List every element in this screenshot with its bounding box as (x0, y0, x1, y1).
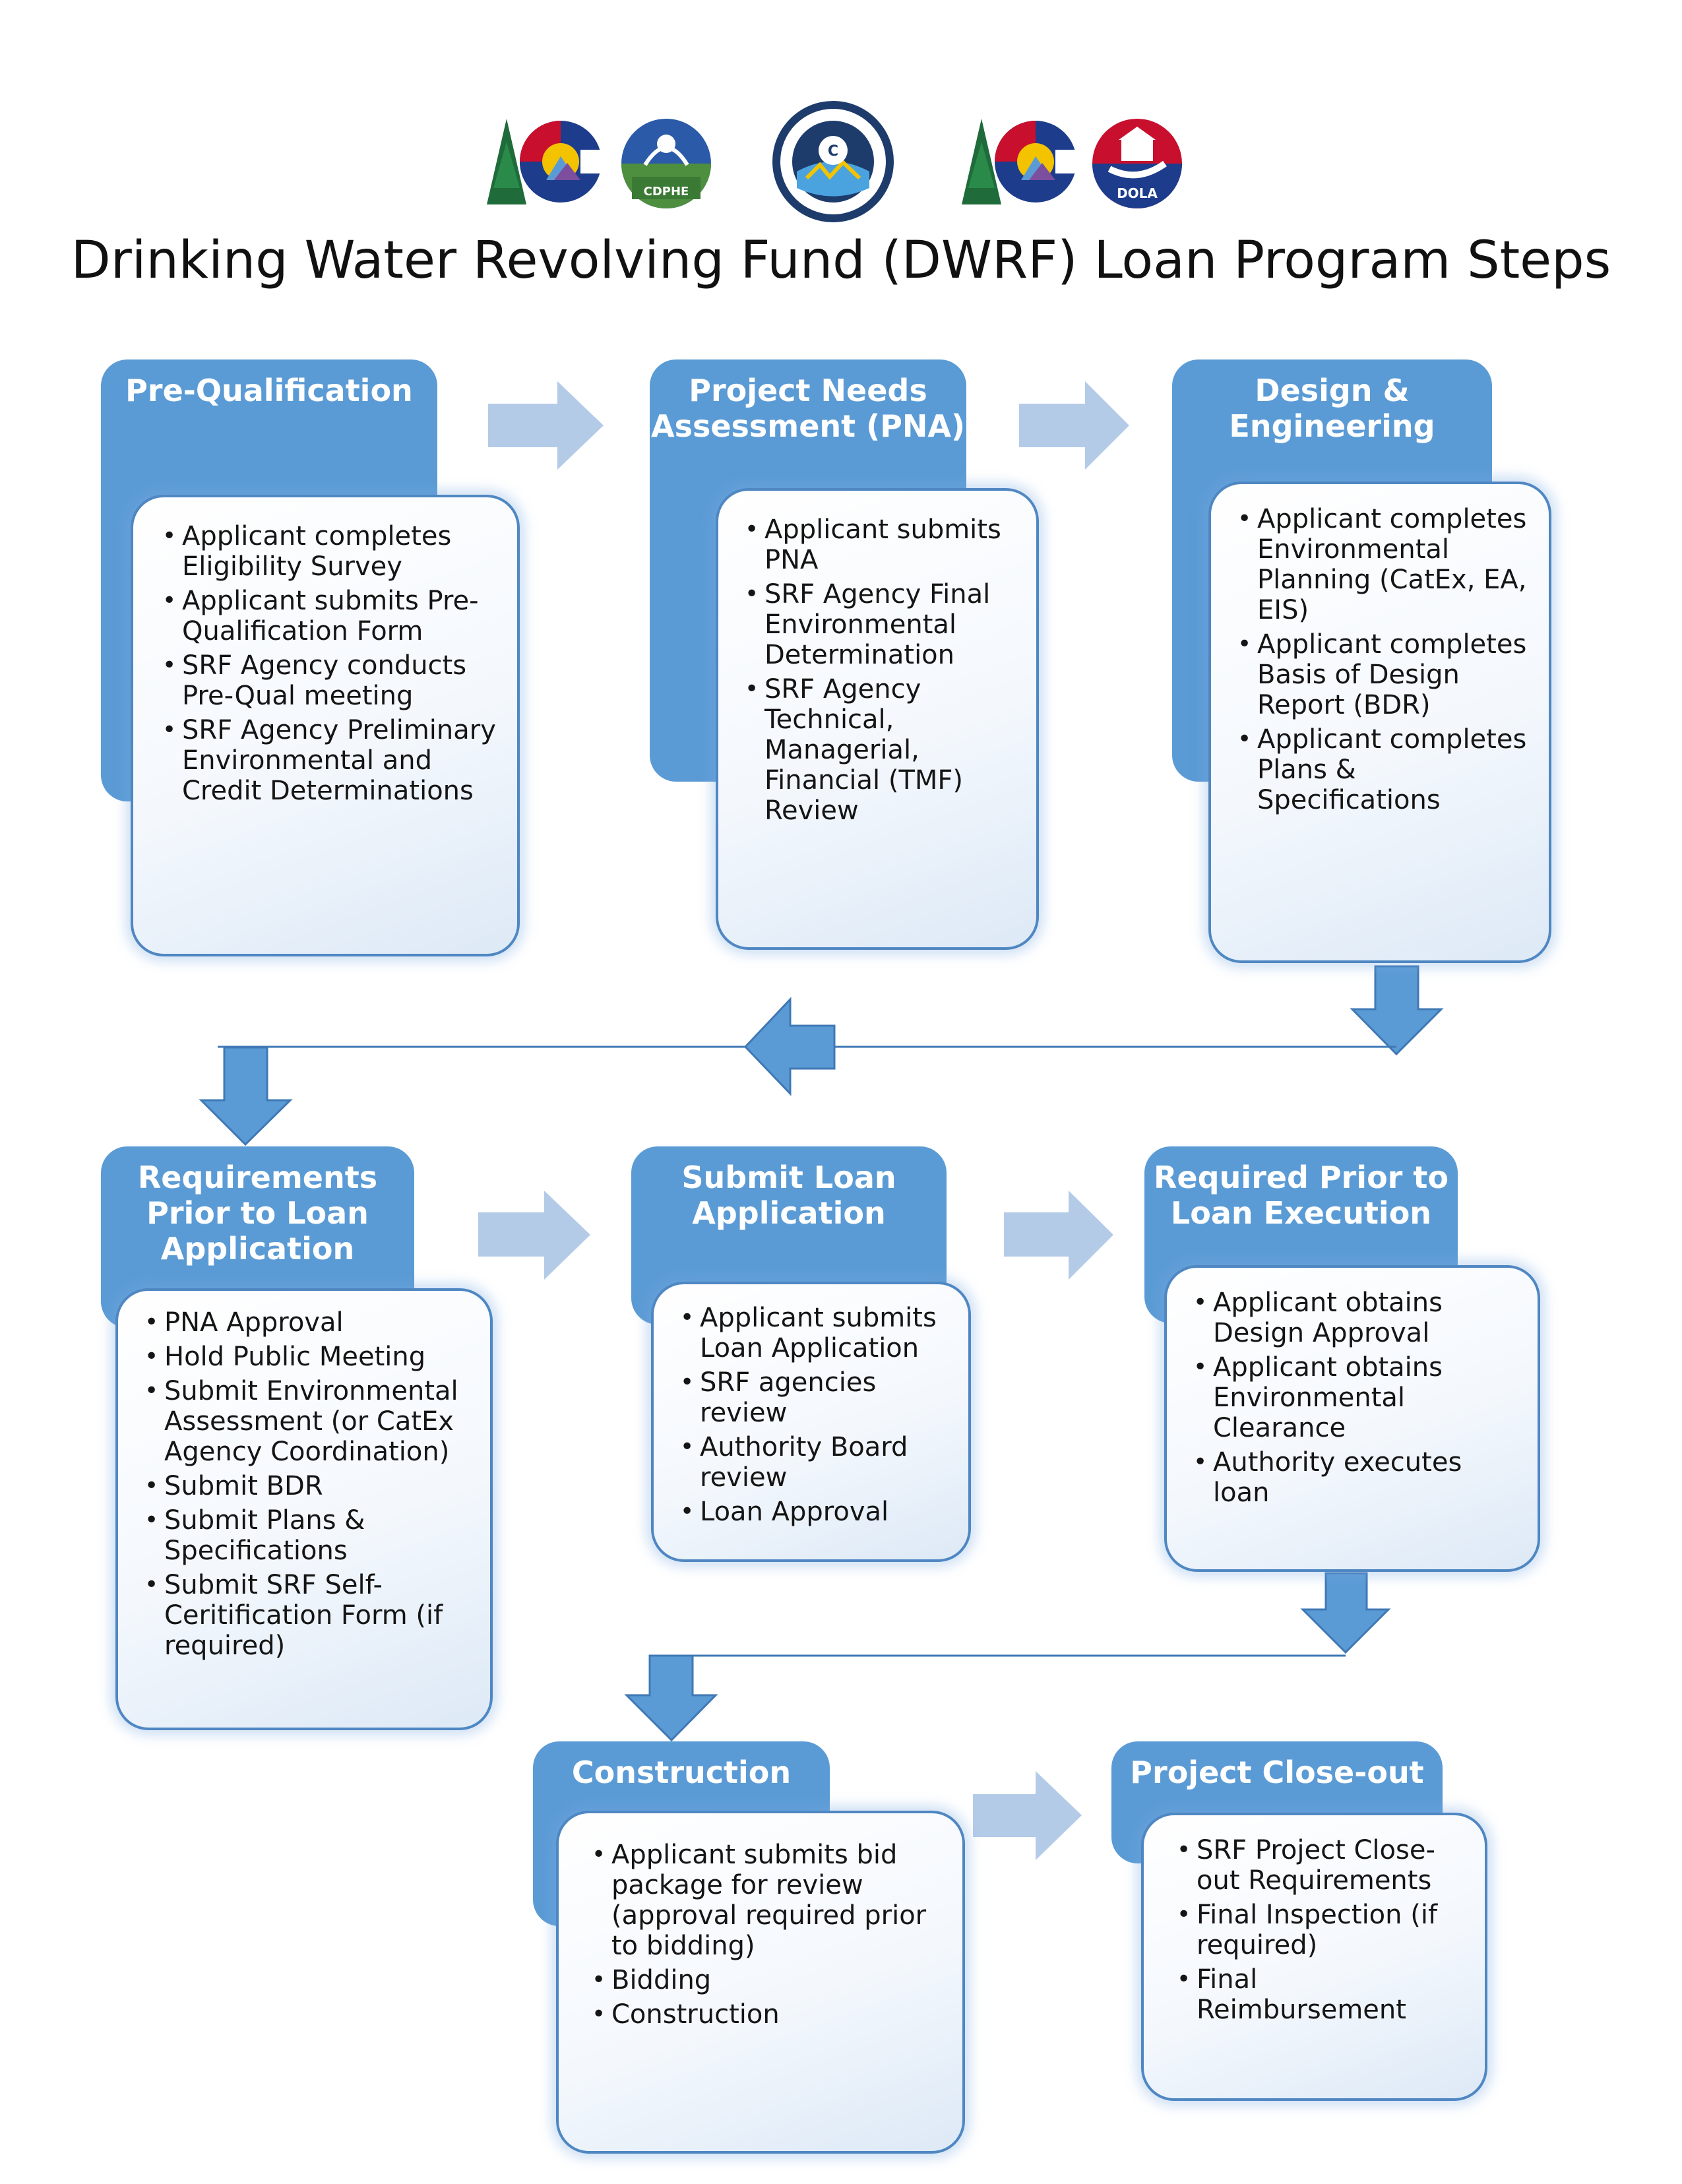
step-project-needs-assessment: Project Needs Assessment (PNA) Applicant… (650, 359, 1042, 953)
list-item: Final Reimbursement (1177, 1964, 1465, 2025)
dola-logo-label: DOLA (1117, 185, 1158, 201)
list-item: Submit Environmental Assessment (or CatE… (144, 1376, 470, 1467)
header-line: Assessment (PNA) (650, 408, 966, 444)
list-item: SRF Agency conducts Pre-Qual meeting (162, 650, 497, 711)
list-item: Applicant submits Pre-Qualification Form (162, 586, 497, 646)
list-item: Applicant completes Basis of Design Repo… (1237, 629, 1529, 720)
header-line: Project Close-out (1130, 1755, 1424, 1790)
list-item: Applicant completes Plans & Specificatio… (1237, 724, 1529, 815)
list-item: SRF Agency Final Environmental Determina… (745, 579, 1016, 670)
list-item: SRF Agency Technical, Managerial, Financ… (745, 674, 1016, 826)
arrow-right-4 (1004, 1191, 1113, 1280)
header-line: Construction (571, 1755, 792, 1790)
arrow-down-1 (1350, 965, 1444, 1056)
arrow-right-2 (1019, 381, 1129, 470)
arrow-right-5 (973, 1771, 1082, 1860)
list-item: Hold Public Meeting (144, 1342, 470, 1372)
colorado-water-resources-authority-seal: C (772, 101, 894, 222)
arrow-down-3 (1300, 1572, 1391, 1654)
list-item: Applicant completes Eligibility Survey (162, 521, 497, 582)
page-title: Drinking Water Revolving Fund (DWRF) Loa… (71, 231, 1611, 290)
cdphe-logo: CDPHE (621, 119, 711, 208)
cdphe-logo-label: CDPHE (644, 185, 689, 199)
step-details: Applicant completes Eligibility Survey A… (131, 495, 520, 956)
list-item: SRF Project Close-out Requirements (1177, 1835, 1465, 1896)
list-item: Applicant obtains Environmental Clearanc… (1193, 1352, 1518, 1443)
list-item: Submit BDR (144, 1471, 470, 1501)
arrow-right-3 (478, 1191, 590, 1280)
svg-text:C: C (828, 143, 838, 160)
colorado-state-logo (487, 119, 607, 204)
header-line: Design & (1255, 373, 1410, 408)
header-line: Required Prior to (1154, 1160, 1448, 1195)
header-line: Engineering (1229, 408, 1435, 444)
header-line: Project Needs (689, 373, 927, 408)
arrow-down-4 (624, 1654, 718, 1742)
list-item: SRF Agency Preliminary Environmental and… (162, 715, 497, 806)
list-item: SRF agencies review (680, 1367, 949, 1428)
dola-logo: DOLA (1092, 119, 1182, 208)
header-line: Submit Loan (681, 1160, 896, 1195)
list-item: Bidding (592, 1965, 943, 1995)
colorado-state-logo-2 (962, 119, 1082, 204)
step-details: Applicant submits PNA SRF Agency Final E… (716, 488, 1039, 950)
header-line: Prior to Loan (146, 1195, 369, 1231)
header-line: Application (692, 1195, 886, 1231)
step-requirements-prior-to-loan-application: Requirements Prior to Loan Application P… (101, 1146, 497, 1733)
step-project-close-out: Project Close-out SRF Project Close-out … (1111, 1741, 1491, 2104)
step-details: Applicant completes Environmental Planni… (1208, 482, 1551, 963)
header-line: Loan Execution (1170, 1195, 1432, 1231)
list-item: Submit SRF Self-Ceritification Form (if … (144, 1570, 470, 1661)
list-item: Applicant completes Environmental Planni… (1237, 504, 1529, 625)
header-line: Requirements (137, 1160, 378, 1195)
arrow-right-1 (488, 381, 604, 470)
step-submit-loan-application: Submit Loan Application Applicant submit… (631, 1146, 974, 1565)
list-item: PNA Approval (144, 1307, 470, 1338)
list-item: Final Inspection (if required) (1177, 1900, 1465, 1960)
header-line: Pre-Qualification (125, 373, 413, 408)
list-item: Applicant submits Loan Application (680, 1303, 949, 1363)
list-item: Authority Board review (680, 1432, 949, 1493)
step-design-engineering: Design & Engineering Applicant completes… (1172, 359, 1555, 966)
list-item: Construction (592, 1999, 943, 2030)
step-details: PNA Approval Hold Public Meeting Submit … (115, 1288, 493, 1730)
step-construction: Construction Applicant submits bid packa… (533, 1741, 968, 2157)
step-details: Applicant obtains Design Approval Applic… (1164, 1265, 1540, 1572)
list-item: Applicant submits bid package for review… (592, 1840, 943, 1961)
list-item: Authority executes loan (1193, 1447, 1518, 1508)
step-details: SRF Project Close-out Requirements Final… (1141, 1813, 1487, 2101)
step-details: Applicant submits bid package for review… (556, 1811, 965, 2154)
list-item: Submit Plans & Specifications (144, 1505, 470, 1566)
header-line: Application (160, 1231, 355, 1266)
arrow-down-2 (199, 1046, 293, 1146)
step-required-prior-to-loan-execution: Required Prior to Loan Execution Applica… (1144, 1146, 1543, 1575)
list-item: Applicant submits PNA (745, 515, 1016, 575)
list-item: Loan Approval (680, 1497, 949, 1527)
step-details: Applicant submits Loan Application SRF a… (651, 1282, 971, 1562)
arrow-left-1 (743, 997, 836, 1096)
step-pre-qualification: Pre-Qualification Applicant completes El… (101, 359, 523, 960)
list-item: Applicant obtains Design Approval (1193, 1288, 1518, 1348)
